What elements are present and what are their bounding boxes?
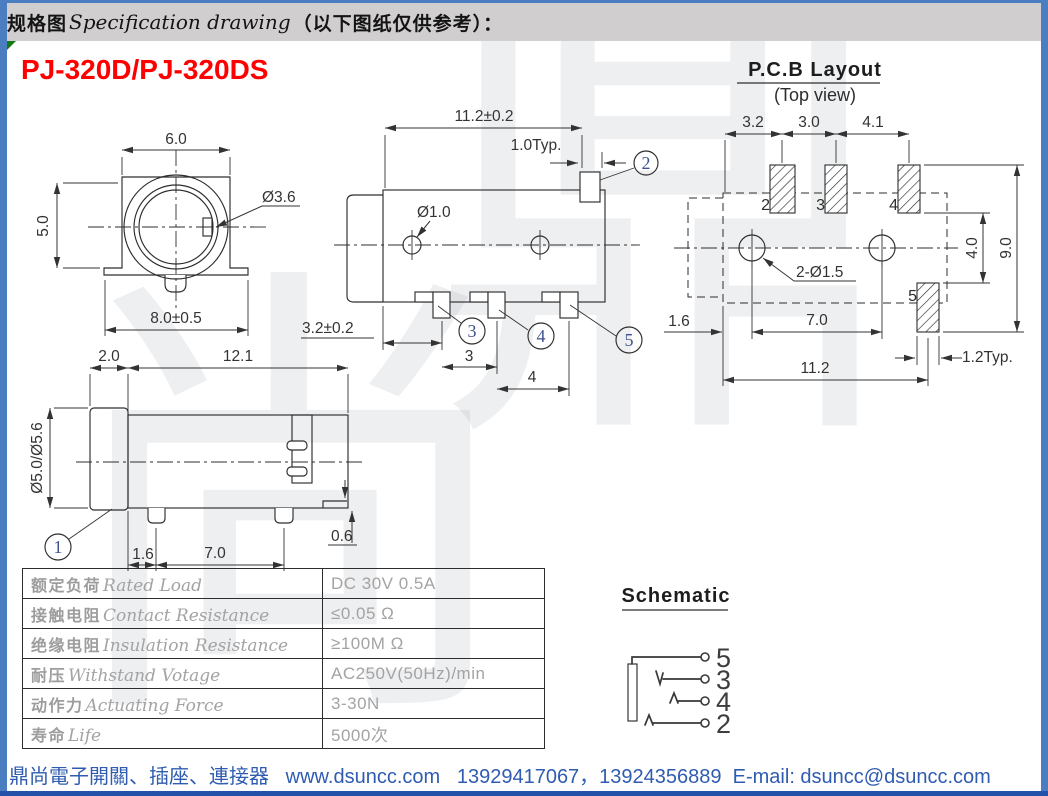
spec-value: ≥100M Ω xyxy=(322,628,545,659)
pad-number-3: 3 xyxy=(816,197,825,214)
spec-label-en: Withstand Votage xyxy=(68,665,221,686)
callout-3: 3 xyxy=(468,321,477,341)
schematic-pin-2: 2 xyxy=(716,709,731,739)
spec-value: 5000次 xyxy=(322,718,545,749)
spec-value: ≤0.05 Ω xyxy=(322,598,545,629)
schematic-pin-4: 4 xyxy=(716,687,731,717)
spec-value: 3-30N xyxy=(322,688,545,719)
side-view: Ø1.0 11.2±0.2 1.0Typ. 2 3.2±0.2 3 4 xyxy=(301,108,659,396)
dim-pcb-typ: 1.2Typ. xyxy=(962,349,1013,366)
pad-number-4: 4 xyxy=(889,197,898,214)
frame-right xyxy=(1041,0,1048,796)
frame-left xyxy=(0,0,7,796)
spec-label-cn: 接触电阻 xyxy=(31,607,102,625)
pcb-layout-view: P.C.B Layout (Top view) 2 3 4 5 2-Ø1.5 xyxy=(664,59,1024,386)
footer-contact: 鼎尚電子開關、插座、連接器 www.dsuncc.com 13929417067… xyxy=(9,765,991,788)
dim-front-bottom-width: 8.0±0.5 xyxy=(150,310,202,327)
header-title-cn: 规格图 xyxy=(7,13,68,35)
schematic-view: Schematic 5 3 4 2 xyxy=(621,585,731,739)
spec-label-cn: 绝缘电阻 xyxy=(31,637,102,655)
callout-2: 2 xyxy=(642,153,651,173)
pad-number-2: 2 xyxy=(761,197,770,214)
callout-5: 5 xyxy=(625,330,634,350)
dim-pcb-d1: 3.2 xyxy=(742,114,764,131)
schematic-pin-3: 3 xyxy=(716,665,731,695)
dim-profile-dia: Ø5.0/Ø5.6 xyxy=(29,422,46,494)
frame-top xyxy=(0,0,1048,3)
dim-side-tab: 1.0Typ. xyxy=(511,137,562,154)
spec-label-en: Actuating Force xyxy=(85,695,224,716)
dim-front-top-width: 6.0 xyxy=(165,131,187,148)
callout-1: 1 xyxy=(54,537,63,557)
spec-label-cn: 动作力 xyxy=(31,697,84,715)
dim-pcb-d2: 3.0 xyxy=(798,114,820,131)
terminal-4 xyxy=(700,696,710,706)
dim-profile-step: 0.6 xyxy=(331,528,353,545)
dim-pcb-height: 9.0 xyxy=(998,237,1015,259)
dim-pcb-b3: 11.2 xyxy=(800,360,829,377)
corner-marker xyxy=(7,41,16,50)
dim-side-length: 11.2±0.2 xyxy=(454,108,513,125)
terminal-2 xyxy=(700,718,710,728)
dim-side-offset: 3.2±0.2 xyxy=(302,320,354,337)
dim-profile-d2: 12.1 xyxy=(223,348,253,365)
schematic-title: Schematic xyxy=(621,585,730,607)
spec-label-cn: 耐压 xyxy=(31,667,67,685)
spec-label-cn: 寿命 xyxy=(31,727,67,745)
dim-pcb-vert: 4.0 xyxy=(964,237,981,259)
dim-pcb-holes: 2-Ø1.5 xyxy=(796,264,843,281)
terminal-5 xyxy=(700,652,710,662)
dim-pcb-d3: 4.1 xyxy=(862,114,884,131)
header-title-en: Specification drawing xyxy=(69,10,291,34)
schematic-pin-5: 5 xyxy=(716,643,731,673)
spec-label-en: Life xyxy=(68,725,102,746)
spec-label-en: Insulation Resistance xyxy=(103,635,289,656)
dim-side-pitch1: 3 xyxy=(465,348,474,365)
dim-pcb-b1: 1.6 xyxy=(668,313,690,330)
dim-side-hole: Ø1.0 xyxy=(417,204,451,221)
dim-front-height: 5.0 xyxy=(35,215,52,237)
pcb-layout-subtitle: (Top view) xyxy=(774,85,856,105)
spec-label-cn: 额定负荷 xyxy=(31,577,102,595)
dim-side-pitch2: 4 xyxy=(528,369,537,386)
header-note: （以下图纸仅供参考）： xyxy=(292,13,504,35)
frame-bottom xyxy=(0,791,1048,796)
spec-label-en: Rated Load xyxy=(103,575,203,596)
pcb-layout-title: P.C.B Layout xyxy=(748,59,882,81)
spec-value: AC250V(50Hz)/min xyxy=(322,658,545,689)
product-title: PJ-320D/PJ-320DS xyxy=(21,54,269,85)
callout-4: 4 xyxy=(537,326,546,346)
spec-value: DC 30V 0.5A xyxy=(322,568,545,599)
spec-label-en: Contact Resistance xyxy=(103,605,270,626)
dim-profile-b1: 1.6 xyxy=(132,546,154,563)
dim-profile-b2: 7.0 xyxy=(204,545,226,562)
dim-front-hole: Ø3.6 xyxy=(262,189,296,206)
terminal-3 xyxy=(700,674,710,684)
dim-pcb-b2: 7.0 xyxy=(806,312,828,329)
front-view: 6.0 5.0 Ø3.6 8.0±0.5 xyxy=(35,131,300,336)
dim-profile-d1: 2.0 xyxy=(98,348,120,365)
watermark-char-1: 鼎 xyxy=(430,0,900,498)
profile-view: 2.0 12.1 Ø5.0/Ø5.6 1 1.6 7.0 0.6 xyxy=(29,348,366,571)
pad-number-5: 5 xyxy=(908,288,917,305)
